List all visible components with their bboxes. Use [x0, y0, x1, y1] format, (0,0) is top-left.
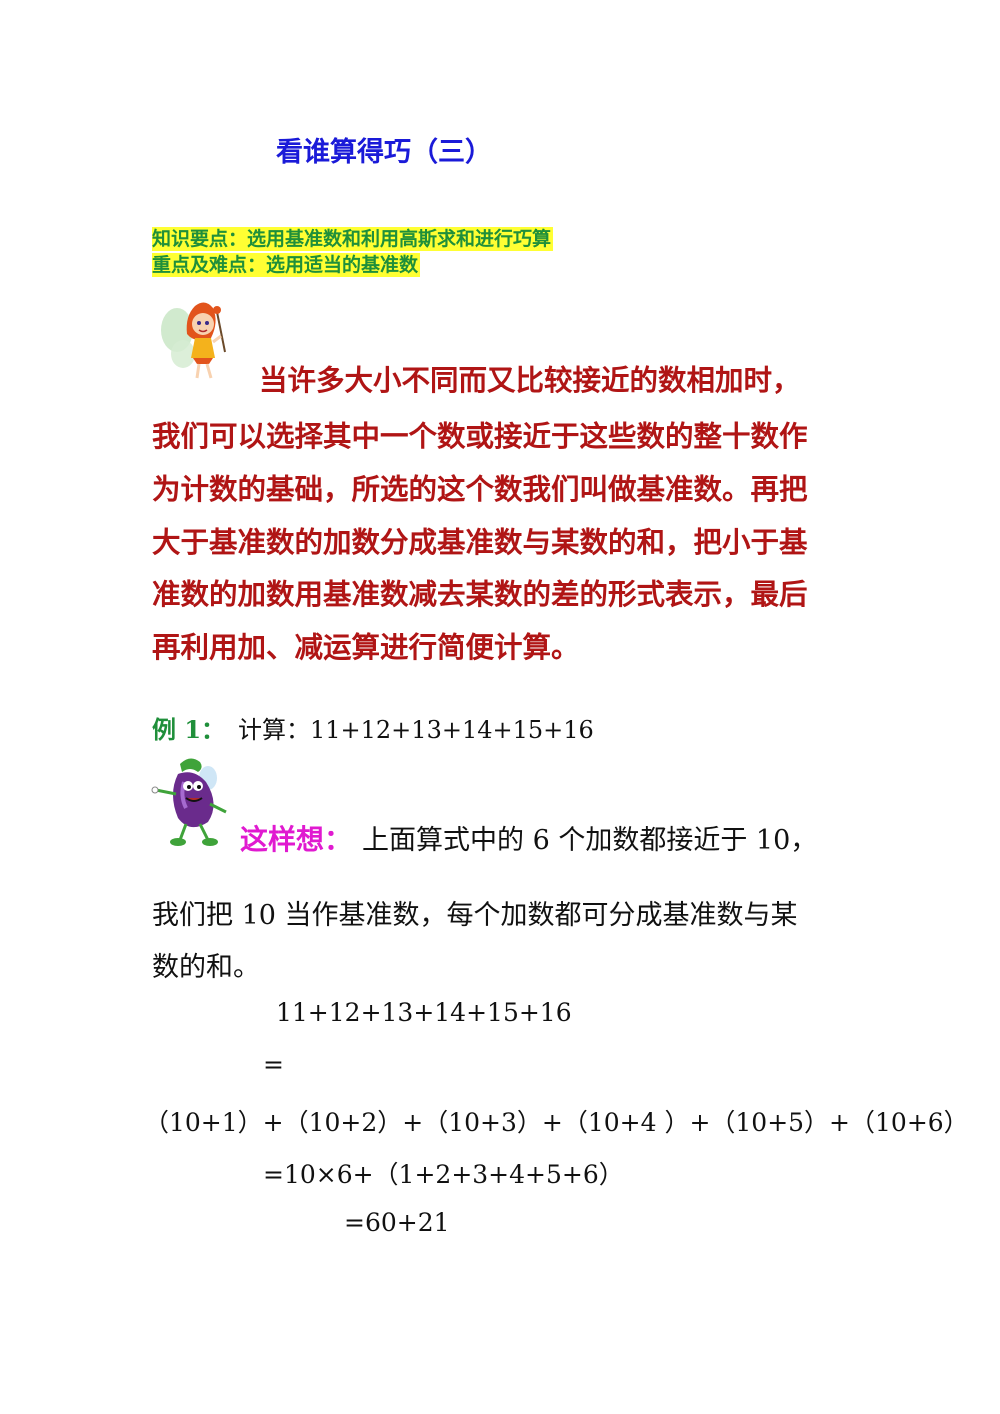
- example-text: 计算：11+12+13+14+15+16: [238, 716, 594, 744]
- fairy-illustration: [155, 292, 255, 382]
- key-point: 重点及难点：选用适当的基准数: [152, 253, 421, 277]
- intro-line-2: 我们可以选择其中一个数或接近于这些数的整十数作: [152, 420, 808, 453]
- think-label: 这样想：: [240, 823, 353, 856]
- page-title: 看谁算得巧（三）: [276, 137, 492, 168]
- think-line-3: 数的和。: [152, 952, 260, 983]
- intro-line-5: 准数的加数用基准数减去某数的差的形式表示，最后: [152, 578, 808, 611]
- example-label: 例 1：: [152, 715, 226, 744]
- intro-line-6: 再利用加、减运算进行简便计算。: [152, 631, 580, 664]
- think-line-2: 我们把 10 当作基准数，每个加数都可分成基准数与某: [152, 900, 798, 931]
- knowledge-point: 知识要点：选用基准数和利用高斯求和进行巧算: [152, 227, 554, 251]
- intro-line-1: 当许多大小不同而又比较接近的数相加时，: [259, 364, 801, 397]
- intro-line-3: 为计数的基础，所选的这个数我们叫做基准数。再把: [152, 473, 808, 506]
- solution-line-2: =: [263, 1050, 284, 1079]
- think-line-1: 上面算式中的 6 个加数都接近于 10，: [362, 825, 818, 856]
- solution-line-4: =10×6+（1+2+3+4+5+6）: [263, 1160, 624, 1189]
- eggplant-illustration: [150, 752, 240, 847]
- solution-line-1: 11+12+13+14+15+16: [276, 998, 572, 1027]
- solution-line-5: =60+21: [344, 1208, 450, 1237]
- solution-line-3: （10+1）+（10+2）+（10+3）+（10+4 ）+（10+5）+（10+…: [144, 1108, 969, 1137]
- intro-line-4: 大于基准数的加数分成基准数与某数的和，把小于基: [152, 526, 808, 559]
